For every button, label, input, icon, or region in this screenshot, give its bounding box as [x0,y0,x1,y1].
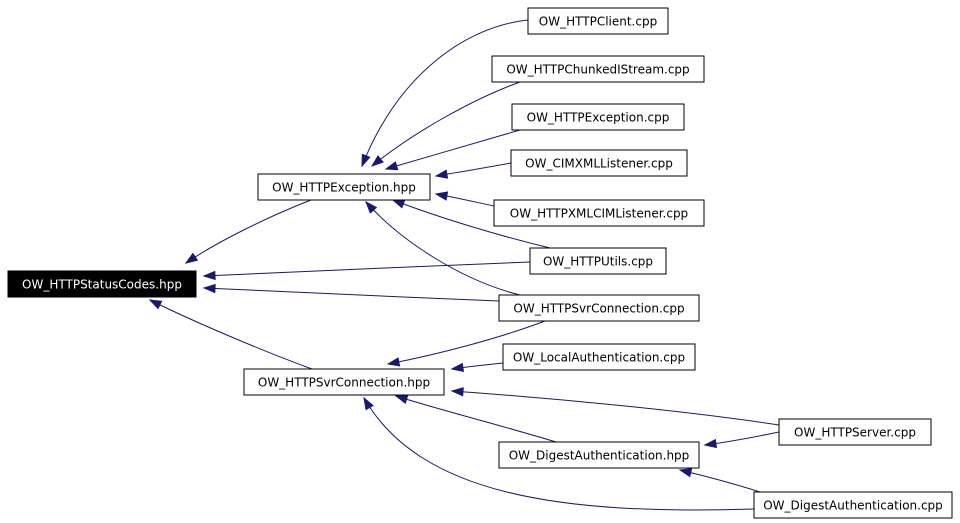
edge-server_cpp-to-svrconn_hpp [450,387,780,426]
edge-line [395,395,557,443]
edge-chunked_cpp-to-exception_hpp [370,81,521,167]
edge-line [371,81,521,167]
node-label: OW_HTTPSvrConnection.hpp [258,376,430,390]
arrowhead-icon [363,396,374,411]
arrowhead-icon [148,299,163,310]
edge-line [451,390,780,426]
node-box[interactable] [529,247,667,275]
edge-line [392,199,551,249]
node-label: OW_HTTPChunkedIStream.cpp [506,63,689,77]
edge-exception_cpp-to-exception_hpp [384,129,521,171]
node-label: OW_HTTPClient.cpp [539,15,657,29]
node-label: OW_HTTPXMLCIMListener.cpp [510,207,688,221]
edge-digest_cpp-to-svrconn_hpp [363,396,755,511]
node-digest-hpp[interactable]: OW_DigestAuthentication.hpp [498,441,700,469]
node-box[interactable] [498,441,700,469]
edge-server_cpp-to-digest_hpp [703,431,780,449]
node-exception-hpp[interactable]: OW_HTTPException.hpp [257,173,431,201]
edge-cimxml_cpp-to-exception_hpp [434,162,512,179]
node-box[interactable] [498,294,700,322]
node-label: OW_LocalAuthentication.cpp [513,351,685,365]
node-server-cpp[interactable]: OW_HTTPServer.cpp [778,418,932,446]
node-label: OW_HTTPServer.cpp [794,426,916,440]
edge-xmlcim_cpp-to-exception_hpp [434,191,495,207]
edge-line [365,201,521,296]
arrowhead-icon [386,357,401,367]
node-label: OW_HTTPStatusCodes.hpp [22,278,182,292]
edge-svrconn_hpp-to-status_codes_hpp [148,299,313,370]
node-label: OW_HTTPException.cpp [527,111,670,125]
edge-localauth_cpp-to-svrconn_hpp [450,362,504,373]
edge-svrconn_cpp-to-svrconn_hpp [386,320,546,367]
node-localauth-cpp[interactable]: OW_LocalAuthentication.cpp [502,343,696,371]
node-box[interactable] [243,368,445,396]
arrowhead-icon [391,199,406,209]
edge-line [387,320,546,365]
arrowhead-icon [184,252,199,264]
node-status-codes-hpp[interactable]: OW_HTTPStatusCodes.hpp [7,270,197,298]
edge-line [185,199,312,264]
arrowhead-icon [678,468,693,478]
node-label: OW_DigestAuthentication.cpp [763,499,943,513]
edge-svrconn_cpp-to-status_codes_hpp [202,283,500,302]
edge-client_cpp-to-exception_hpp [361,19,529,168]
edge-line [149,299,313,370]
node-cimxml-cpp[interactable]: OW_CIMXMLListener.cpp [510,149,688,177]
edges-layer [148,19,780,511]
node-box[interactable] [493,199,705,227]
edge-line [361,19,529,167]
node-box[interactable] [502,343,696,371]
edge-line [363,397,755,511]
node-utils-cpp[interactable]: OW_HTTPUtils.cpp [529,247,667,275]
node-box[interactable] [510,149,688,177]
arrowhead-icon [202,270,216,281]
edge-utils_cpp-to-status_codes_hpp [202,261,531,281]
edge-exception_hpp-to-status_codes_hpp [184,199,312,264]
arrowhead-icon [434,169,449,179]
arrowhead-icon [384,161,399,171]
node-box[interactable] [7,270,197,298]
edge-digest_hpp-to-svrconn_hpp [394,394,557,443]
arrowhead-icon [361,153,371,168]
node-box[interactable] [257,173,431,201]
arrowhead-icon [202,283,216,294]
arrowhead-icon [365,200,378,214]
node-label: OW_HTTPException.hpp [272,181,416,195]
node-box[interactable] [753,491,953,519]
edge-line [203,261,531,277]
node-label: OW_HTTPSvrConnection.cpp [513,302,684,316]
nodes-layer: OW_HTTPStatusCodes.hpp OW_HTTPException.h… [7,7,953,519]
edge-digest_cpp-to-digest_hpp [678,468,761,493]
node-label: OW_HTTPUtils.cpp [543,255,653,269]
node-client-cpp[interactable]: OW_HTTPClient.cpp [527,7,669,35]
arrowhead-icon [450,362,465,373]
node-label: OW_CIMXMLListener.cpp [525,157,673,171]
arrowhead-icon [703,438,718,449]
edge-line [385,129,521,170]
node-exception-cpp[interactable]: OW_HTTPException.cpp [511,103,685,131]
edge-line [203,287,500,302]
arrowhead-icon [434,191,449,201]
node-label: OW_DigestAuthentication.hpp [509,449,690,463]
node-box[interactable] [511,103,685,131]
node-box[interactable] [527,7,669,35]
node-svrconn-hpp[interactable]: OW_HTTPSvrConnection.hpp [243,368,445,396]
arrowhead-icon [370,155,384,167]
edge-line [679,469,761,493]
edge-svrconn_cpp-to-exception_hpp [365,200,521,296]
arrowhead-icon [450,387,464,397]
node-box[interactable] [491,55,705,83]
node-chunked-cpp[interactable]: OW_HTTPChunkedIStream.cpp [491,55,705,83]
node-xmlcim-cpp[interactable]: OW_HTTPXMLCIMListener.cpp [493,199,705,227]
node-box[interactable] [778,418,932,446]
node-svrconn-cpp[interactable]: OW_HTTPSvrConnection.cpp [498,294,700,322]
arrowhead-icon [394,394,409,404]
node-digest-cpp[interactable]: OW_DigestAuthentication.cpp [753,491,953,519]
